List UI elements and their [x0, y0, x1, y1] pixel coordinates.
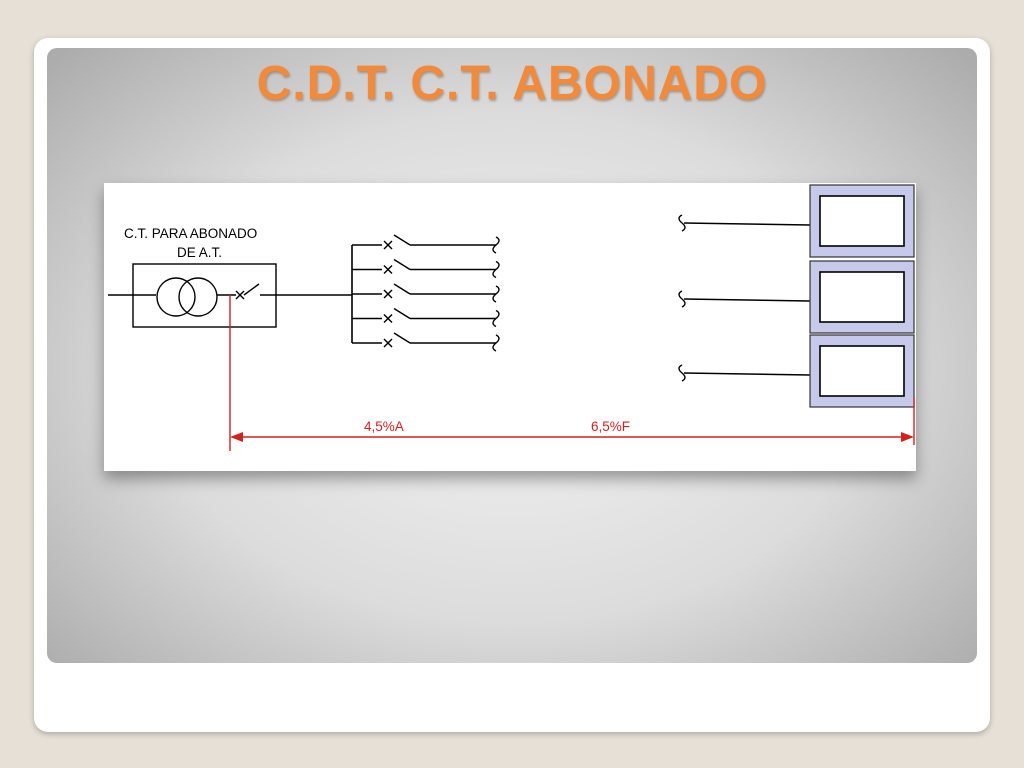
receiver-1 — [678, 184, 915, 258]
receiver-2 — [678, 260, 915, 334]
outgoing-feeders — [352, 234, 500, 352]
feeder-4 — [352, 307, 500, 328]
main-breaker-symbol — [235, 283, 352, 300]
dimension-label-f: 6,5%F — [591, 419, 630, 434]
single-line-diagram: C.T. PARA ABONADO DE A.T. — [108, 184, 915, 451]
transformer-symbol — [156, 277, 218, 317]
ct-label-line2: DE A.T. — [177, 245, 222, 260]
feeder-3 — [352, 283, 500, 303]
feeder-1 — [352, 234, 500, 254]
ct-label-line1: C.T. PARA ABONADO — [124, 226, 257, 241]
feeder-5 — [352, 332, 500, 352]
feeder-2 — [352, 258, 500, 279]
slide-title: C.D.T. C.T. ABONADO — [256, 57, 768, 110]
dimension-arrow-left — [230, 432, 243, 442]
dimension-arrow-right — [901, 432, 914, 442]
diagram-figure: C.T. PARA ABONADO DE A.T. — [104, 183, 916, 471]
receiver-panels — [678, 184, 915, 408]
dimension-label-a: 4,5%A — [364, 419, 404, 434]
receiver-3 — [678, 334, 915, 408]
